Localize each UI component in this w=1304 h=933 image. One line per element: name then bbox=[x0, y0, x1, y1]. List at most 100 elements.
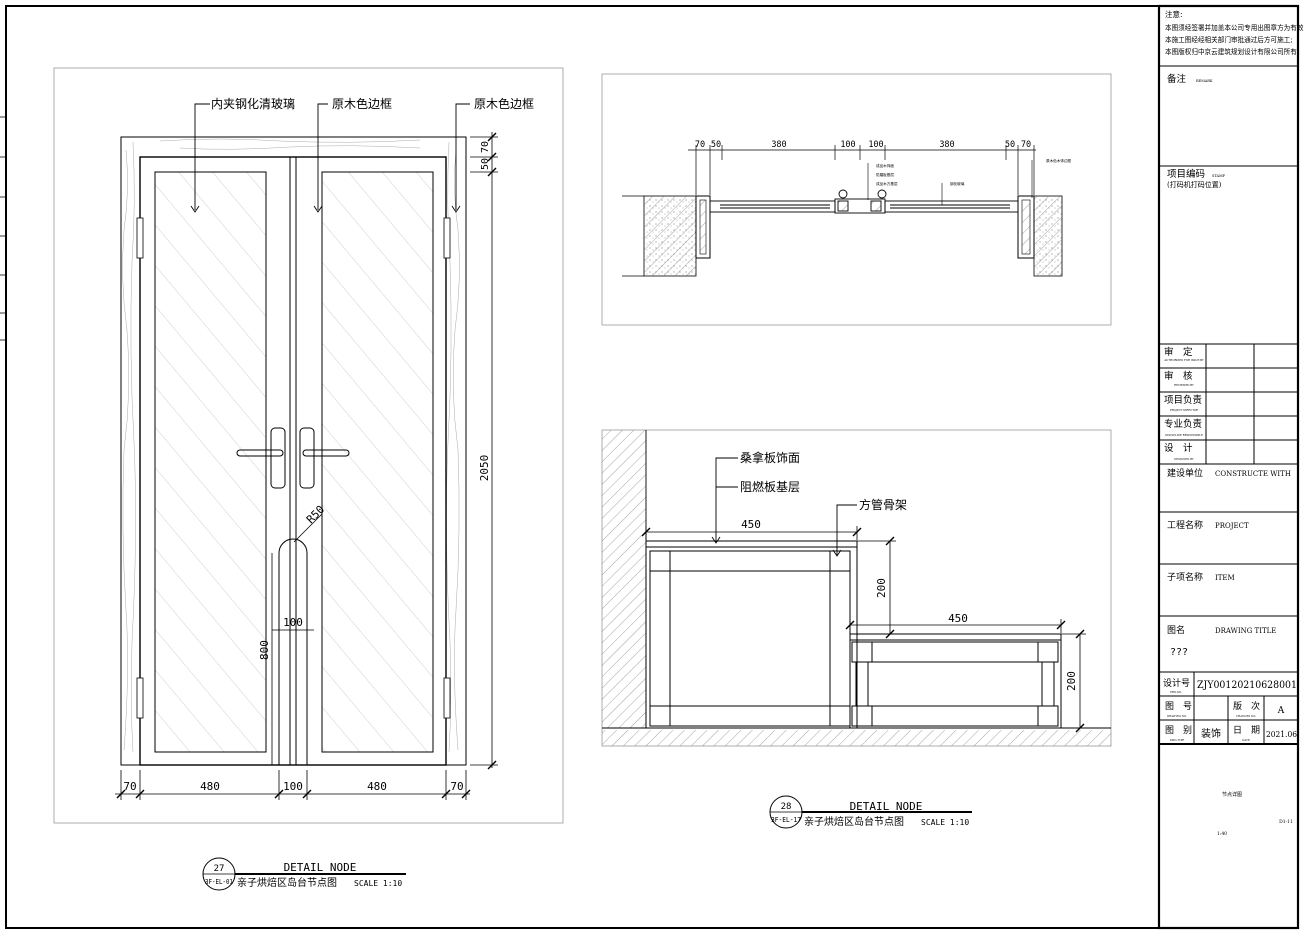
project-name-en: PROJECT bbox=[1215, 522, 1249, 530]
project-code-note: (打码机打码位置) bbox=[1167, 180, 1222, 189]
plan-tiny-2: 成品木方基层 bbox=[876, 181, 898, 186]
wall-hatch bbox=[602, 430, 646, 728]
door-dim-b3: 480 bbox=[367, 780, 387, 793]
plan-dim-6: 50 bbox=[1005, 140, 1015, 150]
plan-dim-2: 380 bbox=[771, 140, 786, 150]
category-value: 装饰 bbox=[1201, 727, 1221, 740]
remark-label: 备注 bbox=[1167, 73, 1187, 85]
version-value: A bbox=[1277, 706, 1285, 716]
signoff-label-4: 设 计 bbox=[1164, 442, 1193, 454]
door-elevation bbox=[53, 67, 564, 891]
wood-grain bbox=[122, 138, 460, 753]
low-block bbox=[849, 633, 1062, 729]
section-leaders bbox=[711, 457, 857, 557]
door-caption-ref: 3F-EL-01 bbox=[205, 878, 233, 886]
construct-unit-label: 建设单位 bbox=[1167, 467, 1203, 479]
door-dims-bottom bbox=[115, 770, 471, 800]
project-code-label: 项目编码 bbox=[1167, 168, 1205, 180]
section-dims bbox=[641, 526, 1086, 733]
door-dim-b2: 100 bbox=[283, 780, 303, 793]
project-name-label: 工程名称 bbox=[1167, 519, 1203, 531]
left-edge-ticks bbox=[0, 116, 6, 341]
door-viewport bbox=[53, 67, 564, 824]
section-caption-title: DETAIL NODE bbox=[850, 800, 923, 813]
signoff-sub-1: REVIEWED BY bbox=[1174, 383, 1194, 387]
signoff-sub-4: DESIGNED BY bbox=[1174, 457, 1194, 461]
category-sub: DWG.TYPE bbox=[1170, 738, 1185, 742]
signoff-sub-2: PROJECT DIRECTOR bbox=[1170, 408, 1199, 412]
remark-sub: REMARK bbox=[1196, 79, 1213, 83]
floor-hatch bbox=[602, 730, 1111, 746]
plan-tiny-1: 防磨板基层 bbox=[876, 172, 894, 177]
door-caption-num: 27 bbox=[214, 864, 225, 874]
door-caption-title: DETAIL NODE bbox=[284, 861, 357, 874]
door-handles bbox=[236, 427, 350, 489]
section-caption bbox=[769, 795, 972, 829]
plan-dim-5: 380 bbox=[939, 140, 954, 150]
door-arch-height: 800 bbox=[258, 640, 271, 660]
section-caption-scale: SCALE 1:10 bbox=[921, 818, 969, 827]
section-dim-3: 200 bbox=[1065, 671, 1078, 691]
drawing-title-label: 图名 bbox=[1167, 624, 1185, 636]
date-label: 日 期 bbox=[1233, 725, 1260, 736]
design-no-label: 设计号 bbox=[1163, 677, 1190, 689]
section-caption-num: 28 bbox=[781, 802, 792, 812]
version-sub: CHANGES NO. bbox=[1236, 714, 1256, 718]
section-label-0: 桑拿板饰面 bbox=[740, 450, 800, 465]
door-arch-width: 100 bbox=[283, 616, 303, 629]
door-label-glass: 内夹钢化清玻璃 bbox=[211, 97, 295, 111]
plan-dims bbox=[688, 145, 1036, 195]
notes-title: 注意: bbox=[1165, 9, 1183, 19]
section-dim-1: 200 bbox=[875, 578, 888, 598]
door-leaders bbox=[190, 103, 470, 213]
project-code-sub: STAMP bbox=[1212, 174, 1226, 178]
signoff-sub-3: DISCIPLINE RESPONSIBLE bbox=[1165, 433, 1203, 437]
door-dim-r0: 70 bbox=[480, 141, 491, 153]
right-leaf bbox=[295, 156, 447, 766]
door-label-frame-right: 原木色边框 bbox=[474, 97, 534, 111]
item-name-en: ITEM bbox=[1215, 574, 1235, 582]
section-label-1: 阻燃板基层 bbox=[740, 479, 800, 494]
footer-name: 节点详图 bbox=[1222, 791, 1242, 798]
plan-viewport bbox=[601, 73, 1112, 326]
section-dim-0: 450 bbox=[741, 518, 761, 531]
design-no-sub: PRO.NO. bbox=[1170, 690, 1182, 694]
plan-tiny-0: 成品木饰面 bbox=[876, 163, 894, 168]
plan-dim-0: 70 bbox=[695, 140, 705, 150]
plan-leaves bbox=[709, 189, 1019, 214]
category-label: 图 别 bbox=[1165, 725, 1192, 736]
construct-unit-en: CONSTRUCTE WITH bbox=[1215, 470, 1291, 478]
door-dim-b0: 70 bbox=[123, 780, 136, 793]
hinges bbox=[136, 217, 451, 719]
signoff-label-0: 审 定 bbox=[1164, 346, 1193, 358]
door-label-frame-left: 原木色边框 bbox=[332, 97, 392, 111]
door-caption-name: 亲子烘焙区岛台节点图 bbox=[237, 876, 337, 889]
version-label: 版 次 bbox=[1233, 700, 1260, 712]
design-no-value: ZJY00120210628001 bbox=[1197, 680, 1297, 691]
drawing-no-sub: DRAWING NO. bbox=[1167, 714, 1187, 718]
footer-scale: 1:40 bbox=[1217, 831, 1227, 837]
title-block-lines bbox=[1159, 65, 1298, 745]
right-glass bbox=[321, 171, 434, 753]
door-dim-b4: 70 bbox=[450, 780, 463, 793]
door-caption bbox=[202, 857, 406, 891]
footer-code: D1-11 bbox=[1279, 819, 1293, 825]
plan-tiny-3: 钢化玻璃 bbox=[950, 181, 965, 186]
door-dim-r2: 2050 bbox=[478, 455, 491, 482]
drawing-no-label: 图 号 bbox=[1165, 701, 1192, 712]
center-arch bbox=[278, 538, 308, 765]
left-glass bbox=[154, 171, 267, 753]
tall-block bbox=[645, 540, 858, 729]
signoff-sub-0: AUTHORIZED FOR ISSUE BY bbox=[1163, 358, 1204, 362]
door-dim-r1: 50 bbox=[480, 158, 491, 170]
notes-line-1: 本图须经签署并加盖本公司专用出图章方为有效; bbox=[1165, 23, 1304, 32]
section-dim-2: 450 bbox=[948, 612, 968, 625]
plan-dim-4: 100 bbox=[868, 140, 883, 150]
signoff-label-3: 专业负责 bbox=[1164, 418, 1202, 430]
plan-detail bbox=[601, 73, 1112, 326]
notes-line-3: 本图版权归中京云建筑规划设计有限公司所有。 bbox=[1165, 47, 1303, 56]
section-label-2: 方管骨架 bbox=[859, 497, 907, 512]
door-dim-b1: 480 bbox=[200, 780, 220, 793]
plan-dim-1: 50 bbox=[711, 140, 721, 150]
